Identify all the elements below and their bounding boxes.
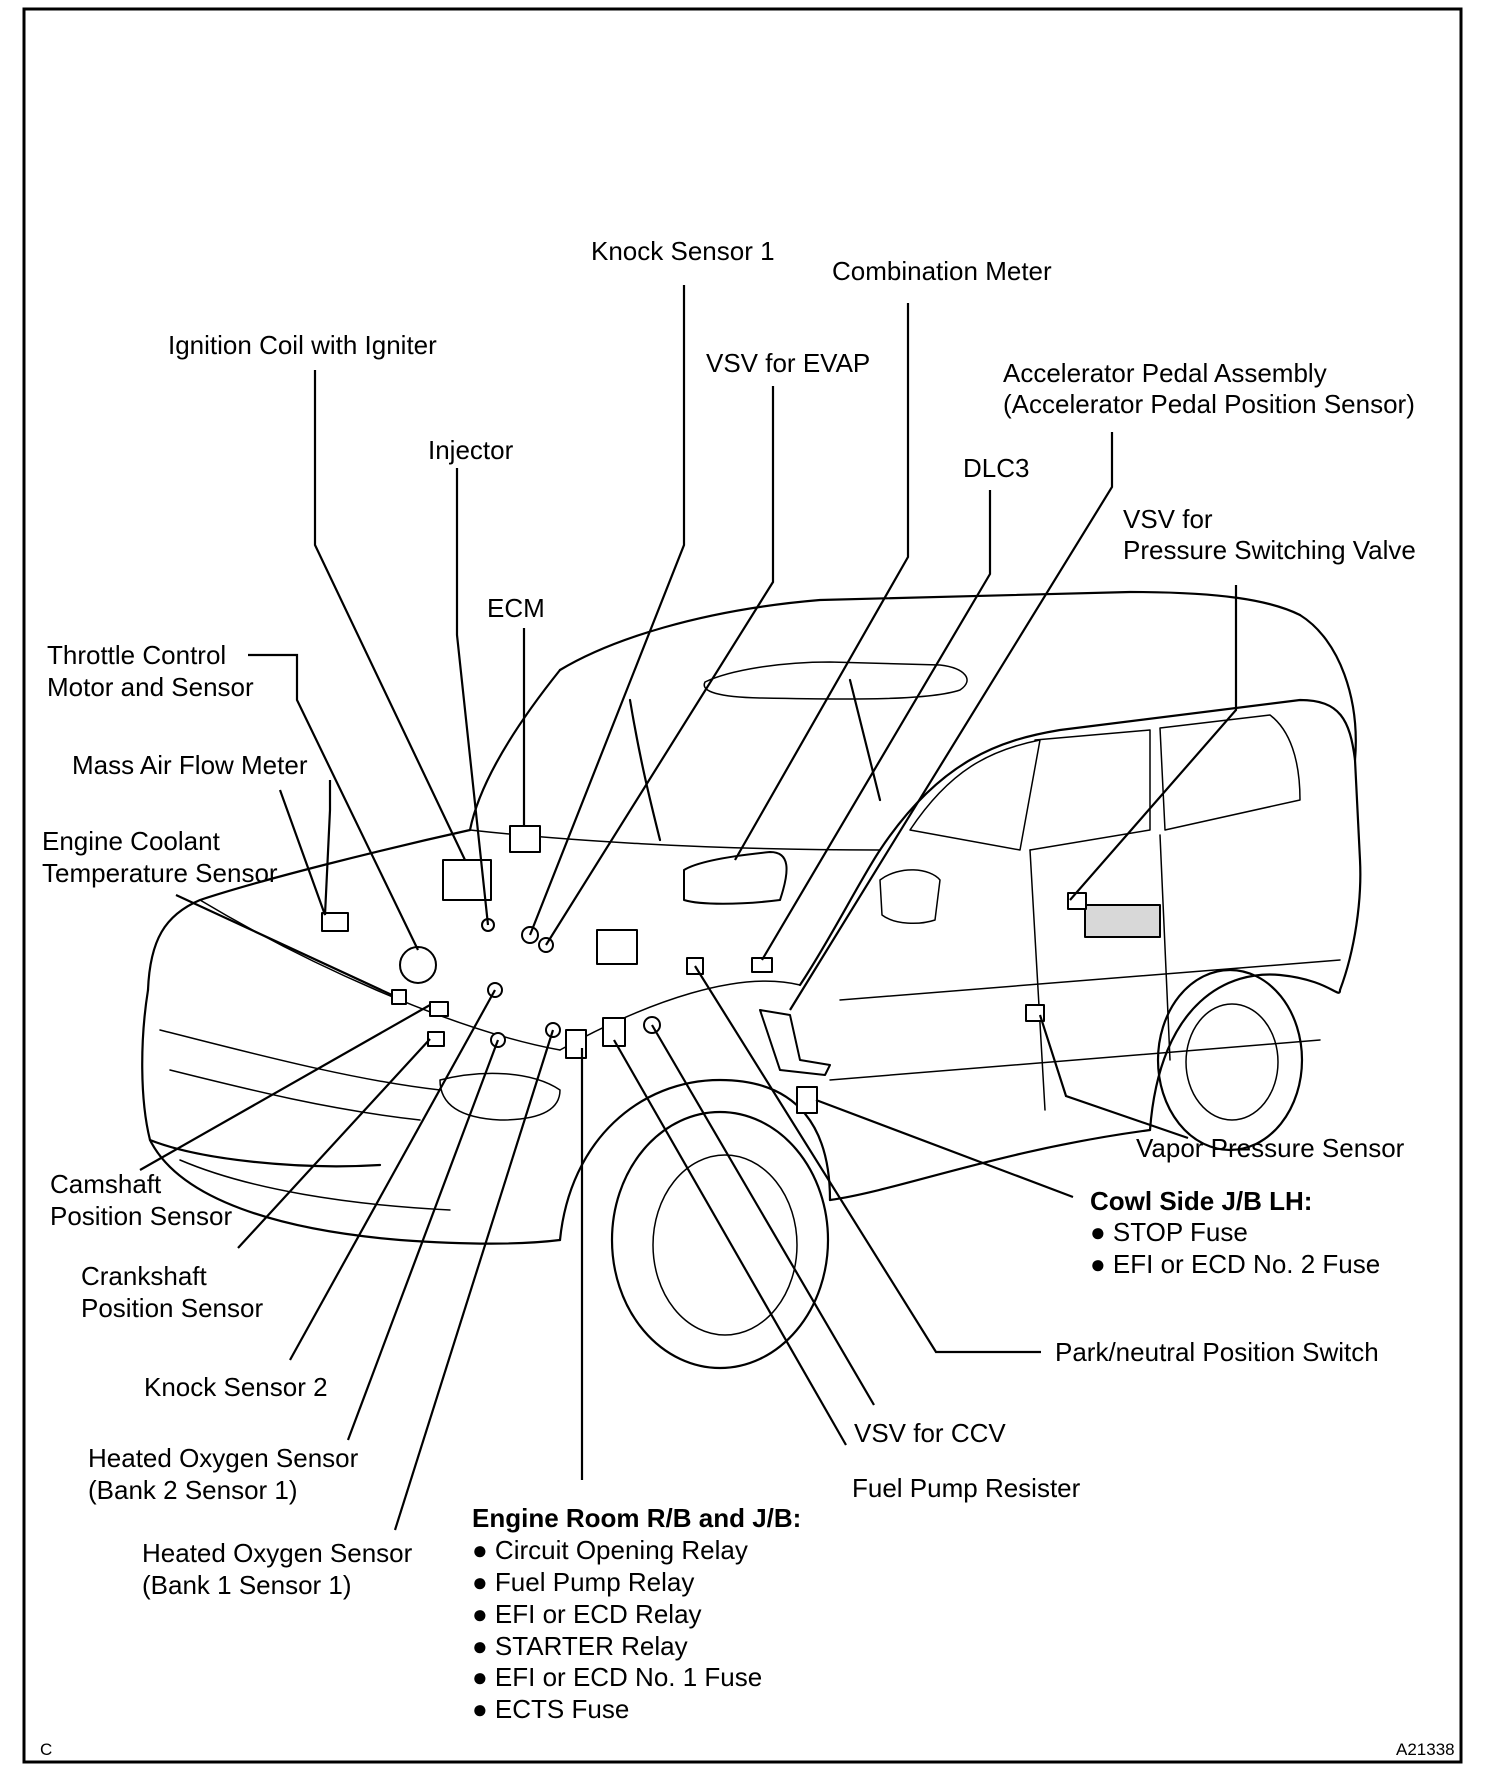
- label-fuel-pump-resister: Fuel Pump Resister: [852, 1473, 1081, 1503]
- throttle-body-icon: [399, 946, 437, 984]
- label-park-neutral: Park/neutral Position Switch: [1055, 1337, 1379, 1367]
- ect-sensor-icon: [391, 989, 407, 1005]
- vehicle-outline: [141, 590, 1362, 1370]
- corner-letter: C: [40, 1740, 52, 1759]
- label-throttle-1: Throttle Control: [47, 640, 226, 670]
- label-ect-2: Temperature Sensor: [42, 858, 278, 888]
- label-ho2-b1-2: (Bank 1 Sensor 1): [142, 1570, 352, 1600]
- engine-room-rb-jb-list: Engine Room R/B and J/B: ● Circuit Openi…: [472, 1503, 801, 1724]
- charcoal-canister-icon: [1084, 904, 1161, 938]
- components: [321, 825, 1161, 1114]
- label-vapor-pressure: Vapor Pressure Sensor: [1136, 1133, 1405, 1163]
- label-vsv-evap: VSV for EVAP: [706, 348, 870, 378]
- accel-pedal-icon: [759, 1009, 831, 1076]
- cowl-side-header: Cowl Side J/B LH:: [1090, 1186, 1312, 1216]
- label-crankshaft-1: Crankshaft: [81, 1261, 207, 1291]
- engine-room-header: Engine Room R/B and J/B:: [472, 1503, 801, 1533]
- figure-code: A21338: [1396, 1740, 1455, 1759]
- camshaft-sensor-icon: [429, 1001, 449, 1017]
- label-throttle-2: Motor and Sensor: [47, 672, 254, 702]
- engine-room-item: ● Fuel Pump Relay: [472, 1567, 694, 1597]
- label-ho2-b1-1: Heated Oxygen Sensor: [142, 1538, 413, 1568]
- ecm-box-icon: [509, 825, 541, 853]
- label-ignition-coil: Ignition Coil with Igniter: [168, 330, 437, 360]
- cowl-jb-icon: [796, 1086, 818, 1114]
- leader-lines: [139, 285, 1238, 1531]
- combination-meter-icon: [683, 851, 788, 905]
- label-vsv-psv-1: VSV for: [1123, 504, 1213, 534]
- component-labels: Knock Sensor 1 Combination Meter Ignitio…: [42, 236, 1416, 1600]
- relay-box-2-icon: [602, 1017, 626, 1047]
- label-injector: Injector: [428, 435, 514, 465]
- label-combination-meter: Combination Meter: [832, 256, 1052, 286]
- label-ho2-b2-2: (Bank 2 Sensor 1): [88, 1475, 298, 1505]
- label-vsv-ccv: VSV for CCV: [854, 1418, 1006, 1448]
- label-maf: Mass Air Flow Meter: [72, 750, 308, 780]
- engine-room-item: ● EFI or ECD No. 1 Fuse: [472, 1662, 762, 1692]
- label-knock-sensor-1: Knock Sensor 1: [591, 236, 775, 266]
- label-camshaft-1: Camshaft: [50, 1169, 162, 1199]
- label-ecm: ECM: [487, 593, 545, 623]
- label-camshaft-2: Position Sensor: [50, 1201, 232, 1231]
- label-dlc3: DLC3: [963, 453, 1029, 483]
- cowl-side-jb-list: Cowl Side J/B LH: ● STOP Fuse ● EFI or E…: [1090, 1186, 1380, 1279]
- brake-reservoir-icon: [596, 929, 638, 965]
- figure-border: [22, 7, 1463, 1764]
- engine-room-item: ● ECTS Fuse: [472, 1694, 629, 1724]
- cowl-side-item: ● EFI or ECD No. 2 Fuse: [1090, 1249, 1380, 1279]
- label-ho2-b2-1: Heated Oxygen Sensor: [88, 1443, 359, 1473]
- label-accel-pedal-2: (Accelerator Pedal Position Sensor): [1003, 389, 1415, 419]
- engine-room-item: ● Circuit Opening Relay: [472, 1535, 748, 1565]
- dlc3-icon: [751, 957, 773, 973]
- crankshaft-sensor-icon: [427, 1031, 445, 1047]
- maf-meter-icon: [321, 912, 349, 932]
- vsv-psv-icon: [1067, 892, 1087, 910]
- engine-room-item: ● EFI or ECD Relay: [472, 1599, 702, 1629]
- label-knock-sensor-2: Knock Sensor 2: [144, 1372, 328, 1402]
- label-vsv-psv-2: Pressure Switching Valve: [1123, 535, 1416, 565]
- engine-room-item: ● STARTER Relay: [472, 1631, 688, 1661]
- label-accel-pedal-1: Accelerator Pedal Assembly: [1003, 358, 1327, 388]
- label-crankshaft-2: Position Sensor: [81, 1293, 263, 1323]
- label-ect-1: Engine Coolant: [42, 826, 221, 856]
- cowl-side-item: ● STOP Fuse: [1090, 1217, 1248, 1247]
